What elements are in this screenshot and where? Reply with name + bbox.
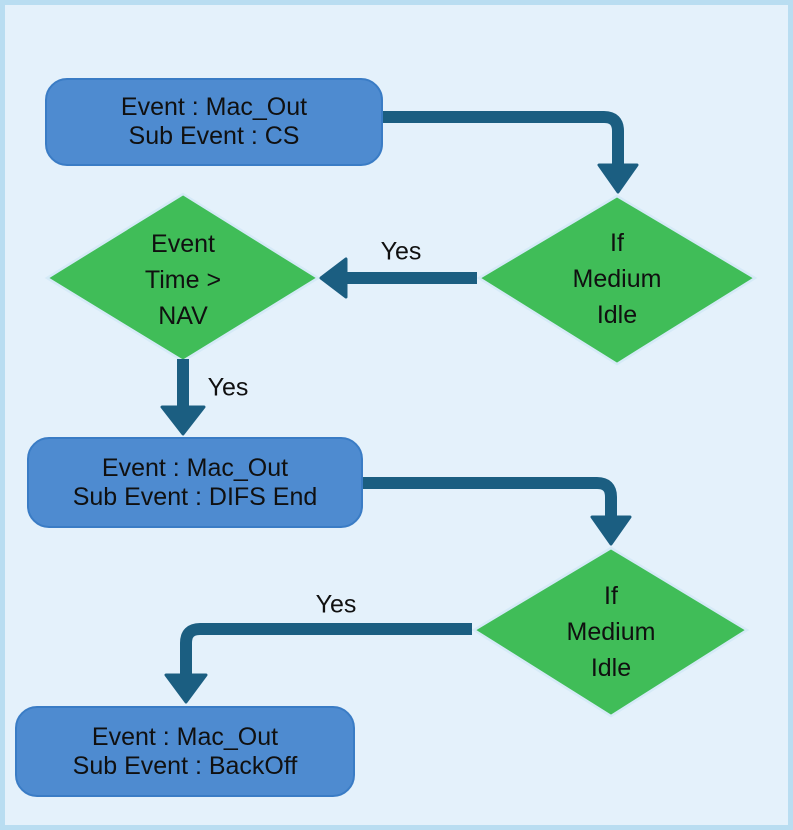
decision-text-line: If <box>604 582 618 610</box>
arrowhead-down-icon <box>164 673 208 704</box>
connector-cs-to-medium-idle-1 <box>383 111 624 167</box>
connector-medium-idle-2-to-backoff <box>180 623 472 677</box>
edge-label-yes: Yes <box>380 237 422 266</box>
process-node-mac-out-backoff: Event : Mac_Out Sub Event : BackOff <box>15 706 355 797</box>
decision-node-label-event-time-nav: Event Time > NAV <box>145 226 221 334</box>
decision-text-line: Medium <box>572 265 662 293</box>
decision-text-line: Time > <box>144 266 222 294</box>
decision-text-line: Idle <box>590 654 632 682</box>
decision-node-label-medium-idle-2: If Medium Idle <box>567 578 656 686</box>
arrowhead-down-icon <box>590 515 632 546</box>
decision-text-line: NAV <box>158 302 208 330</box>
decision-node-label-medium-idle-1: If Medium Idle <box>573 225 662 333</box>
arrowhead-down-icon <box>160 405 206 436</box>
process-node-mac-out-difs-end: Event : Mac_Out Sub Event : DIFS End <box>27 437 363 528</box>
edge-label-yes: Yes <box>315 590 357 619</box>
decision-text-line: Medium <box>566 618 656 646</box>
process-node-text-line: Sub Event : CS <box>128 122 300 150</box>
decision-shape-medium-idle-2 <box>471 546 750 718</box>
arrowhead-down-icon <box>597 163 639 194</box>
process-node-mac-out-cs: Event : Mac_Out Sub Event : CS <box>45 78 383 166</box>
decision-shape-medium-idle-1 <box>476 194 758 366</box>
decision-text-line: If <box>610 229 624 257</box>
connector-difs-end-to-medium-idle-2 <box>363 477 617 519</box>
arrowhead-left-icon <box>319 257 348 299</box>
process-node-text-line: Sub Event : DIFS End <box>72 482 318 511</box>
process-node-text-line: Event : Mac_Out <box>91 722 279 751</box>
process-node-text-line: Event : Mac_Out <box>120 93 308 121</box>
process-node-text-line: Event : Mac_Out <box>101 453 289 482</box>
decision-text-line: Idle <box>596 301 638 329</box>
process-node-text-line: Sub Event : BackOff <box>72 751 298 780</box>
edge-label-yes: Yes <box>207 373 249 402</box>
decision-text-line: Event <box>151 230 215 258</box>
